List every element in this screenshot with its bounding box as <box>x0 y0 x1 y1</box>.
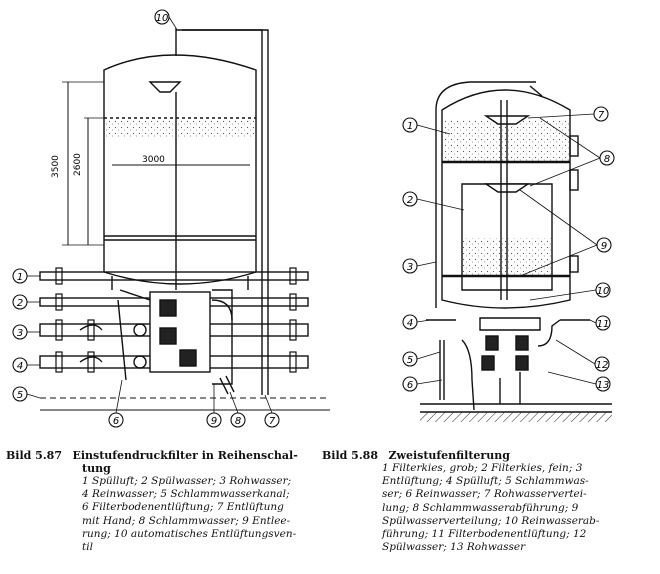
right-filter-drawing <box>420 81 612 422</box>
caption-right-line: 1 Filterkies, grob; 2 Filterkies, fein; … <box>382 462 583 474</box>
callout-l3: 3 <box>17 328 23 339</box>
caption-left-line: 1 Spülluft; 2 Spülwasser; 3 Rohwasser; <box>82 475 292 487</box>
caption-left-line: rung; 10 automatisches Entlüftungsven- <box>82 527 297 540</box>
callout-r7: 7 <box>598 110 605 121</box>
caption-left-title-line1: Einstufendruckfilter in Reihenschal- <box>72 449 298 462</box>
caption-right-line: lung; 8 Schlammwasserabführung; 9 <box>382 501 579 514</box>
callout-l5: 5 <box>17 390 23 401</box>
dim-2600: 2600 <box>73 153 83 176</box>
callout-r11: 11 <box>597 319 610 330</box>
callout-r2: 2 <box>407 195 413 206</box>
caption-right-line: ser; 6 Reinwasser; 7 Rohwasservertei- <box>382 488 587 501</box>
caption-left-line: 6 Filterbodenentlüftung; 7 Entlüftung <box>82 501 284 514</box>
left-callouts <box>12 9 280 428</box>
callout-r6: 6 <box>407 380 413 391</box>
callout-r13: 13 <box>597 380 610 391</box>
dim-3500: 3500 <box>51 155 61 178</box>
right-callouts <box>402 106 615 392</box>
dim-3000: 3000 <box>142 155 165 165</box>
caption-right: Bild 5.88 Zweistufenfilterung 1 Filterki… <box>322 449 622 554</box>
caption-left: Bild 5.87 Einstufendruckfilter in Reihen… <box>6 449 306 554</box>
left-filter-drawing <box>39 28 330 411</box>
callout-r1: 1 <box>407 121 413 132</box>
callout-r4: 4 <box>407 318 413 329</box>
caption-right-line: Entlüftung; 4 Spülluft; 5 Schlammwas- <box>382 475 589 488</box>
caption-left-line: mit Hand; 8 Schlammwasser; 9 Entlee- <box>82 514 291 527</box>
callout-r5: 5 <box>407 355 413 366</box>
caption-right-line: führung; 11 Filterbodenentlüftung; 12 <box>382 528 587 541</box>
caption-right-line: Spülwasser; 13 Rohwasser <box>382 541 526 554</box>
callout-l9: 9 <box>211 416 217 427</box>
callout-l8: 8 <box>235 416 241 427</box>
left-vessel <box>103 54 257 285</box>
caption-left-line: 4 Reinwasser; 5 Schlammwasserkanal; <box>82 488 290 501</box>
callout-l6: 6 <box>113 416 119 427</box>
callout-l2: 2 <box>17 298 23 309</box>
callout-r8: 8 <box>604 154 610 165</box>
caption-left-line: til <box>82 541 93 554</box>
caption-right-line: Spülwasserverteilung; 10 Reinwasserab- <box>382 514 600 527</box>
caption-left-number: Bild 5.87 <box>6 449 62 462</box>
callout-r9: 9 <box>601 241 607 252</box>
callout-l7: 7 <box>269 416 276 427</box>
callout-l4: 4 <box>17 361 23 372</box>
callout-r3: 3 <box>407 262 413 273</box>
caption-right-title: Zweistufenfilterung <box>388 449 510 462</box>
caption-left-title-line2: tung <box>82 462 111 475</box>
callout-r12: 12 <box>596 360 609 371</box>
right-bed-coarse <box>443 120 569 162</box>
callout-l10: 10 <box>156 13 169 24</box>
callout-l1: 1 <box>17 272 23 283</box>
callout-r10: 10 <box>597 286 610 297</box>
left-filter-bed <box>105 118 255 138</box>
caption-right-number: Bild 5.88 <box>322 449 378 462</box>
